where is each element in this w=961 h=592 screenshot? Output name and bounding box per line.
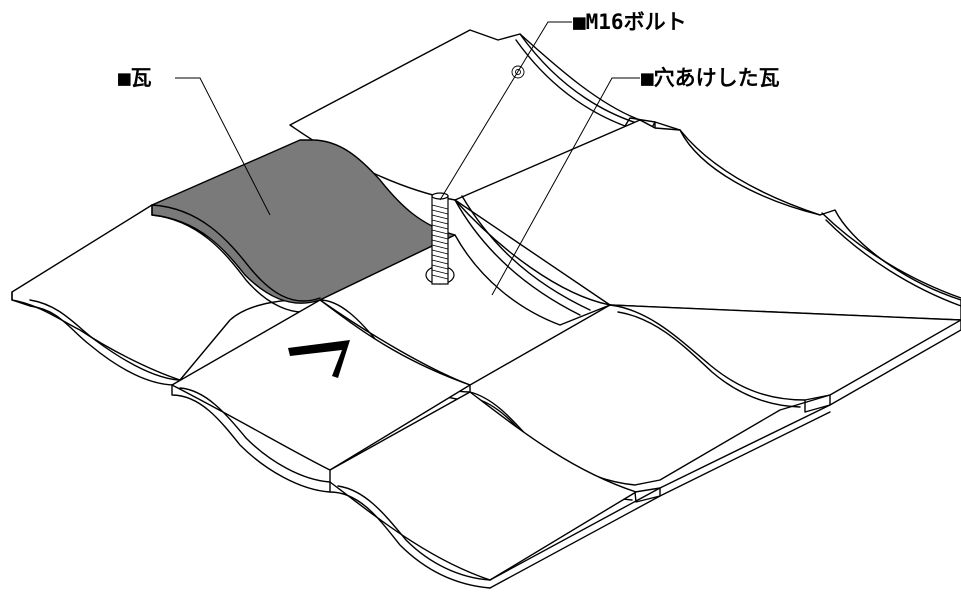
tile-row-front bbox=[171, 299, 961, 589]
drilled-tile-leader bbox=[491, 77, 640, 296]
m16-bolt bbox=[425, 192, 455, 285]
leader-lines bbox=[175, 21, 640, 296]
tile-row-middle bbox=[11, 119, 961, 386]
bolt-leader bbox=[439, 21, 572, 201]
tile-label: ■瓦 bbox=[118, 66, 152, 90]
drilled-tile-label: ■穴あけした瓦 bbox=[641, 66, 780, 90]
chevron-up-icon bbox=[288, 340, 350, 378]
tile-leader bbox=[175, 77, 271, 216]
bolt-label: ■M16ボルト bbox=[573, 10, 687, 34]
